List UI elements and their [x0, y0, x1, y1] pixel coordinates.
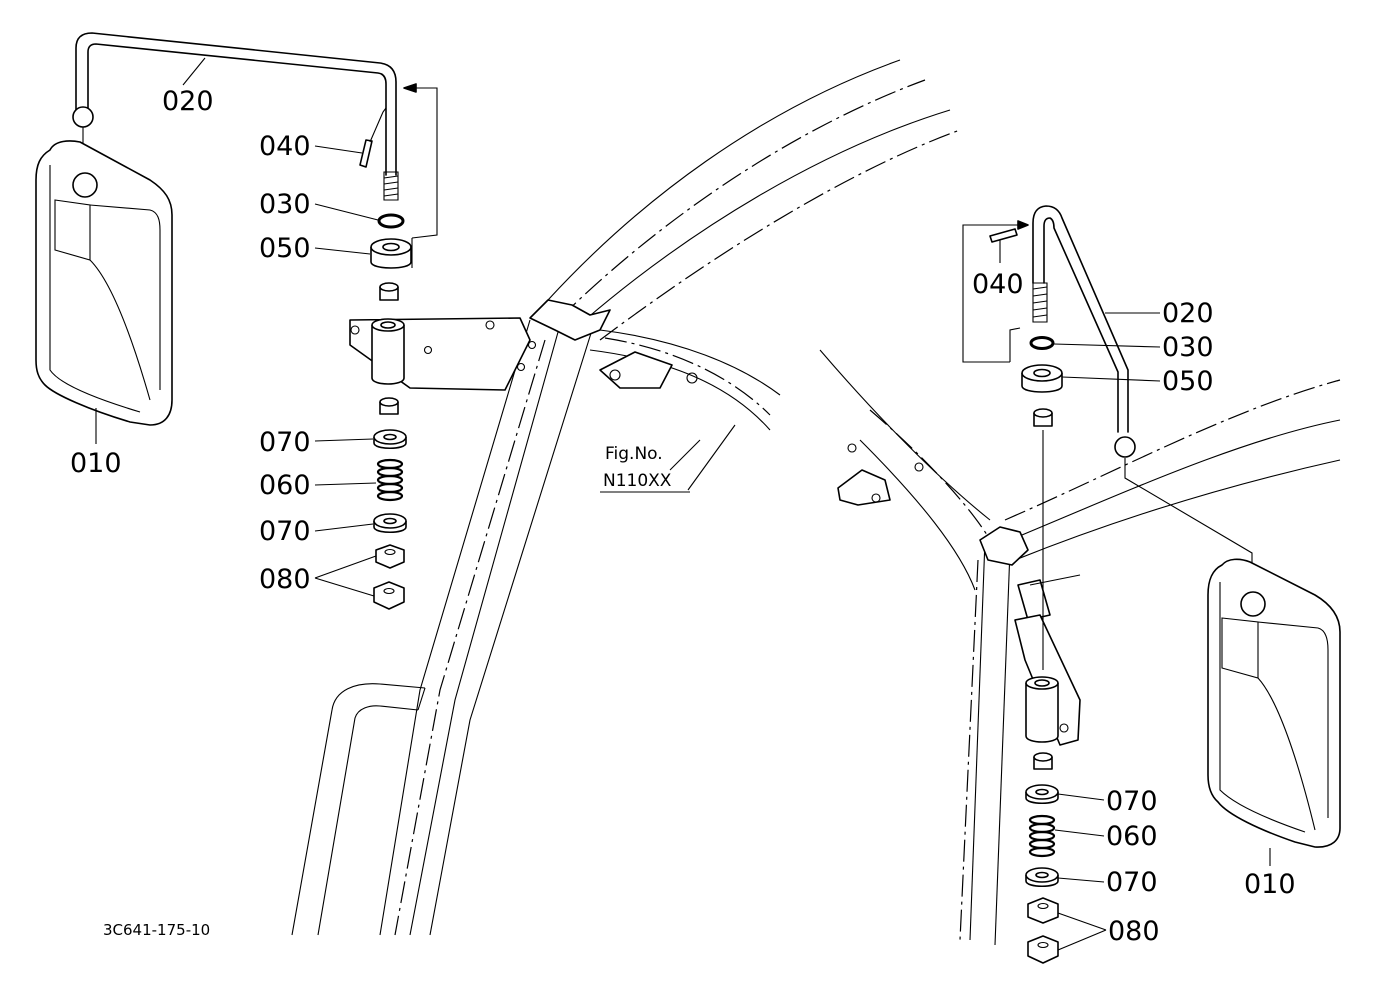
left-label-020: 020: [162, 86, 214, 117]
left-label-060: 060: [259, 470, 311, 501]
left-label-030: 030: [259, 189, 311, 220]
figure-ref-line1: Fig.No.: [605, 444, 663, 464]
right-label-060: 060: [1106, 821, 1158, 852]
left-label-070-top: 070: [259, 427, 311, 458]
left-label-070-bottom: 070: [259, 516, 311, 547]
right-label-070-bottom: 070: [1106, 867, 1158, 898]
left-mirror-stay: [75, 32, 397, 176]
left-label-040: 040: [259, 131, 311, 162]
right-label-080: 080: [1108, 916, 1160, 947]
right-label-030: 030: [1162, 332, 1214, 363]
drawing-code: 3C641-175-10: [103, 921, 210, 939]
left-label-050: 050: [259, 233, 311, 264]
right-mirror-assembly: [962, 205, 1341, 964]
right-label-040: 040: [972, 269, 1024, 300]
right-label-070-top: 070: [1106, 786, 1158, 817]
right-mirror-stay: [1032, 205, 1129, 433]
figure-reference: Fig.No. N110XX: [600, 444, 690, 493]
left-mirror-assembly: [35, 32, 438, 610]
left-label-080: 080: [259, 564, 311, 595]
right-label-010: 010: [1244, 869, 1296, 900]
figure-ref-line2: N110XX: [603, 471, 672, 491]
right-label-020: 020: [1162, 298, 1214, 329]
right-labels: 040 020 030 050 070 060 070 080 010: [972, 240, 1296, 951]
left-label-010: 010: [70, 448, 122, 479]
right-label-050: 050: [1162, 366, 1214, 397]
cab-frame: [291, 59, 1341, 946]
left-mirror: [35, 140, 173, 426]
left-labels: 020 040 030 050 010 070 060 070 080: [70, 57, 379, 597]
